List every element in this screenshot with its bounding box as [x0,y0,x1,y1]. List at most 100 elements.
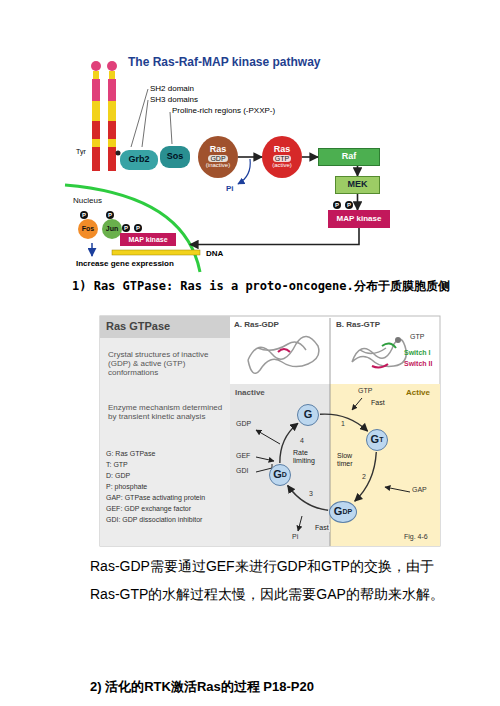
gtp-ligand [395,337,401,343]
pi-release-arrow [238,159,250,184]
figure-label: GTP [410,333,424,341]
protein-structure [248,336,406,373]
figure-label: Pi [292,533,298,541]
phosphate-mark: P [106,211,114,219]
signal-arrow [190,228,359,245]
inactive-region [230,384,330,546]
figure-label: 2 [362,473,366,481]
cycle-arrow [288,486,328,511]
node-label: Ras [274,145,291,154]
figure-label: GAP [412,486,427,494]
kinase-box: MAP kinase [120,233,176,246]
figure-title: The Ras-Raf-MAP kinase pathway [128,56,321,70]
node-label: G [304,409,313,421]
phosphate-mark: P [80,211,88,219]
figure-label: Switch II [404,360,432,368]
phosphate-mark: P [333,201,341,209]
figure-label: SH2 domain [150,84,194,93]
transcription-factor: Jun [102,219,122,239]
switch-region [278,349,290,352]
figure-label: GAP: GTPase activating protein [106,494,205,502]
edge-label: Slow timer [336,452,370,468]
node-sublabel: DP [342,508,352,515]
phosphate-mark: P [122,224,130,232]
ras-inactive: RasGDP(inactive) [198,136,238,178]
kinase-box: Raf [318,148,380,166]
node-sublabel: GTP [273,155,291,162]
node-sublabel: D [282,471,287,478]
node-label: Nucleus [73,197,102,205]
nucleus-region: NucleusFos JunMAP kinase [70,195,190,250]
node-label: Sos [167,152,184,161]
figure-label: Proline-rich regions (-PXXP-) [172,106,275,115]
node-label: MAP kinase [128,236,167,243]
node-label: Fos [82,225,94,232]
kinase-box: MAP kinase [328,210,390,228]
figure-label: Switch I [404,349,430,357]
cycle-arrow [320,414,368,431]
edge-label: Fast [370,399,386,407]
figure-label: P: phosphate [106,483,147,491]
transcription-factor: Fos [78,219,98,239]
signal-arrow [357,194,359,210]
switch-ii-region [372,364,388,368]
node-sublabel: (inactive) [206,162,230,168]
node-sublabel: GDP [208,155,227,162]
figure-label: 1 [341,420,345,428]
node-label: G [334,506,343,518]
node-label: G [371,434,380,446]
signal-arrow [302,156,318,158]
ras-active: RasGTP(active) [262,136,302,178]
figure-label: 1) Ras GTPase: Ras is a proto-oncogene.分… [72,280,450,294]
dna-strand [112,250,200,255]
node-label: Jun [106,225,118,232]
cycle-state: GDP [329,501,357,523]
figure-label: Enzyme mechanism determined by transient… [108,403,226,421]
cycle-state: GT [366,429,388,451]
node-label: Raf [342,152,357,161]
cycle-side-arrows [256,398,410,531]
figure-label: DNA [205,249,224,258]
node-label: MAP kinase [337,215,382,223]
active-region [330,384,440,546]
figure-label: GDI: GDP dissociation inhibitor [106,516,202,524]
node-label: Grb2 [128,155,149,164]
figure-label: Fig. 4-6 [404,533,428,541]
node-sublabel: T [379,436,383,443]
figure-label: Ras GTPase [106,320,170,333]
figure-label: T: GTP [106,461,128,469]
cycle-state: G [297,404,319,426]
left-panel [100,316,230,546]
receptor [91,61,121,171]
figure-label: B. Ras-GTP [336,320,380,329]
switch-i-region [382,343,396,348]
figure-label: GDP [236,420,251,428]
cycle-state: GD [269,464,291,486]
figure-label: 3 [309,490,313,498]
body-text: 2) 活化的RTK激活Ras的过程 P18-P20 [90,680,314,695]
node-sublabel: (active) [272,162,292,168]
edge-label: Fast [314,524,330,532]
kinase-box: MEK [335,176,380,194]
figure-label: Tyr [76,148,86,156]
figure-label: Active [406,388,430,397]
phosphate-mark: P [345,201,353,209]
figure-label: SH3 domains [150,95,198,104]
figure-label: GEF: GDP exchange factor [106,505,191,513]
node-label: G [273,469,282,481]
figure-label: GDI [236,467,248,475]
nucleus-envelope [65,185,200,272]
figure-label: Inactive [235,388,265,397]
figure-label: Pi [226,184,234,193]
figure-label: A. Ras-GDP [234,320,279,329]
signal-arrow [357,166,359,176]
node-label: MEK [348,180,368,189]
signal-arrow [238,156,262,158]
body-text: Ras-GDP需要通过GEF来进行GDP和GTP的交换，由于Ras-GTP的水解… [90,552,460,608]
phosphate-mark: P [134,224,142,232]
gef-protein: Sos [160,146,190,168]
figure-label: Increase gene expression [76,259,174,268]
figure-label: 4 [300,437,304,445]
figure-frame [100,316,440,546]
figure-label: GTP [358,387,372,395]
